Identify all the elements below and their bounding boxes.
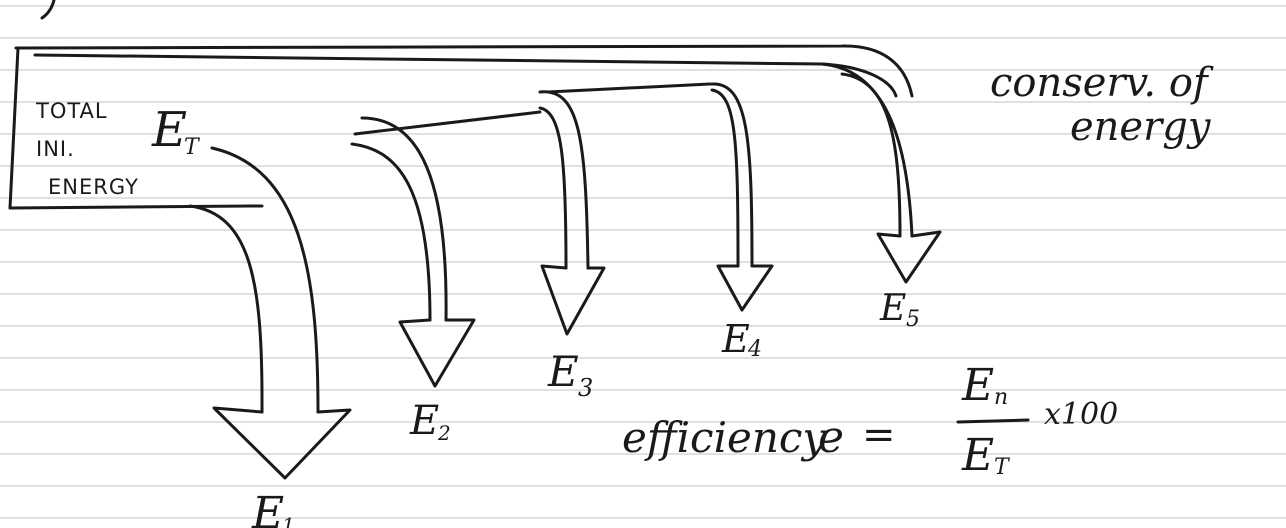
arrow-e4-shaft	[710, 82, 754, 268]
formula-multiplier: x100	[1044, 397, 1118, 432]
source-label-line1: TOTAL	[35, 99, 108, 123]
output-e3-sub: 3	[578, 374, 593, 402]
source-label-line2: INI.	[36, 137, 75, 161]
output-label-e4: E 4	[721, 317, 762, 362]
arrow-e1-head	[212, 406, 352, 480]
output-label-e2: E 2	[409, 398, 451, 445]
fraction-bar	[956, 418, 1030, 424]
formula-word: efficiency	[622, 413, 827, 462]
output-label-e3: E 3	[547, 347, 593, 402]
ruled-lines	[0, 5, 1286, 519]
output-e1-symbol: E	[251, 488, 284, 528]
formula-numerator-sub: n	[994, 385, 1008, 410]
formula-equals: =	[862, 412, 896, 458]
output-e2-symbol: E	[409, 398, 439, 444]
source-box-top-inner	[33, 53, 898, 98]
output-e5-sub: 5	[906, 307, 920, 332]
formula-denominator: E	[961, 430, 994, 481]
note-line2: energy	[1070, 104, 1212, 150]
output-e2-sub: 2	[437, 421, 451, 445]
arrow-e5-head	[876, 230, 942, 284]
connector-e3	[546, 82, 712, 94]
formula-numerator: E	[961, 360, 994, 411]
output-label-e5: E 5	[879, 288, 920, 332]
efficiency-formula: efficiency e = E n E T x100	[622, 360, 1118, 481]
formula-denominator-sub: T	[994, 455, 1011, 480]
connector-e2	[353, 110, 542, 136]
source-box-outline	[8, 44, 914, 210]
source-symbol-sub: T	[184, 135, 201, 160]
arrow-e3-head	[540, 264, 606, 336]
note-line1: conserv. of	[990, 60, 1214, 106]
stray-mark	[40, 0, 56, 20]
arrow-e2-shaft	[350, 116, 448, 322]
output-e5-symbol: E	[879, 288, 906, 329]
output-e4-symbol: E	[721, 317, 750, 361]
output-e1-sub: 1	[282, 513, 295, 528]
arrow-e3-shaft	[538, 90, 590, 270]
arrow-e5-shaft	[820, 62, 914, 238]
arrow-e2-head	[398, 318, 476, 388]
source-label-line3: ENERGY	[48, 175, 139, 199]
output-e4-sub: 4	[747, 337, 762, 362]
formula-variable: e	[818, 412, 844, 463]
source-symbol: E	[151, 102, 187, 158]
arrow-e4-head	[716, 264, 774, 312]
output-label-e1: E 1	[251, 488, 295, 528]
output-e3-symbol: E	[547, 347, 579, 396]
arrow-e1-shaft	[188, 146, 320, 414]
